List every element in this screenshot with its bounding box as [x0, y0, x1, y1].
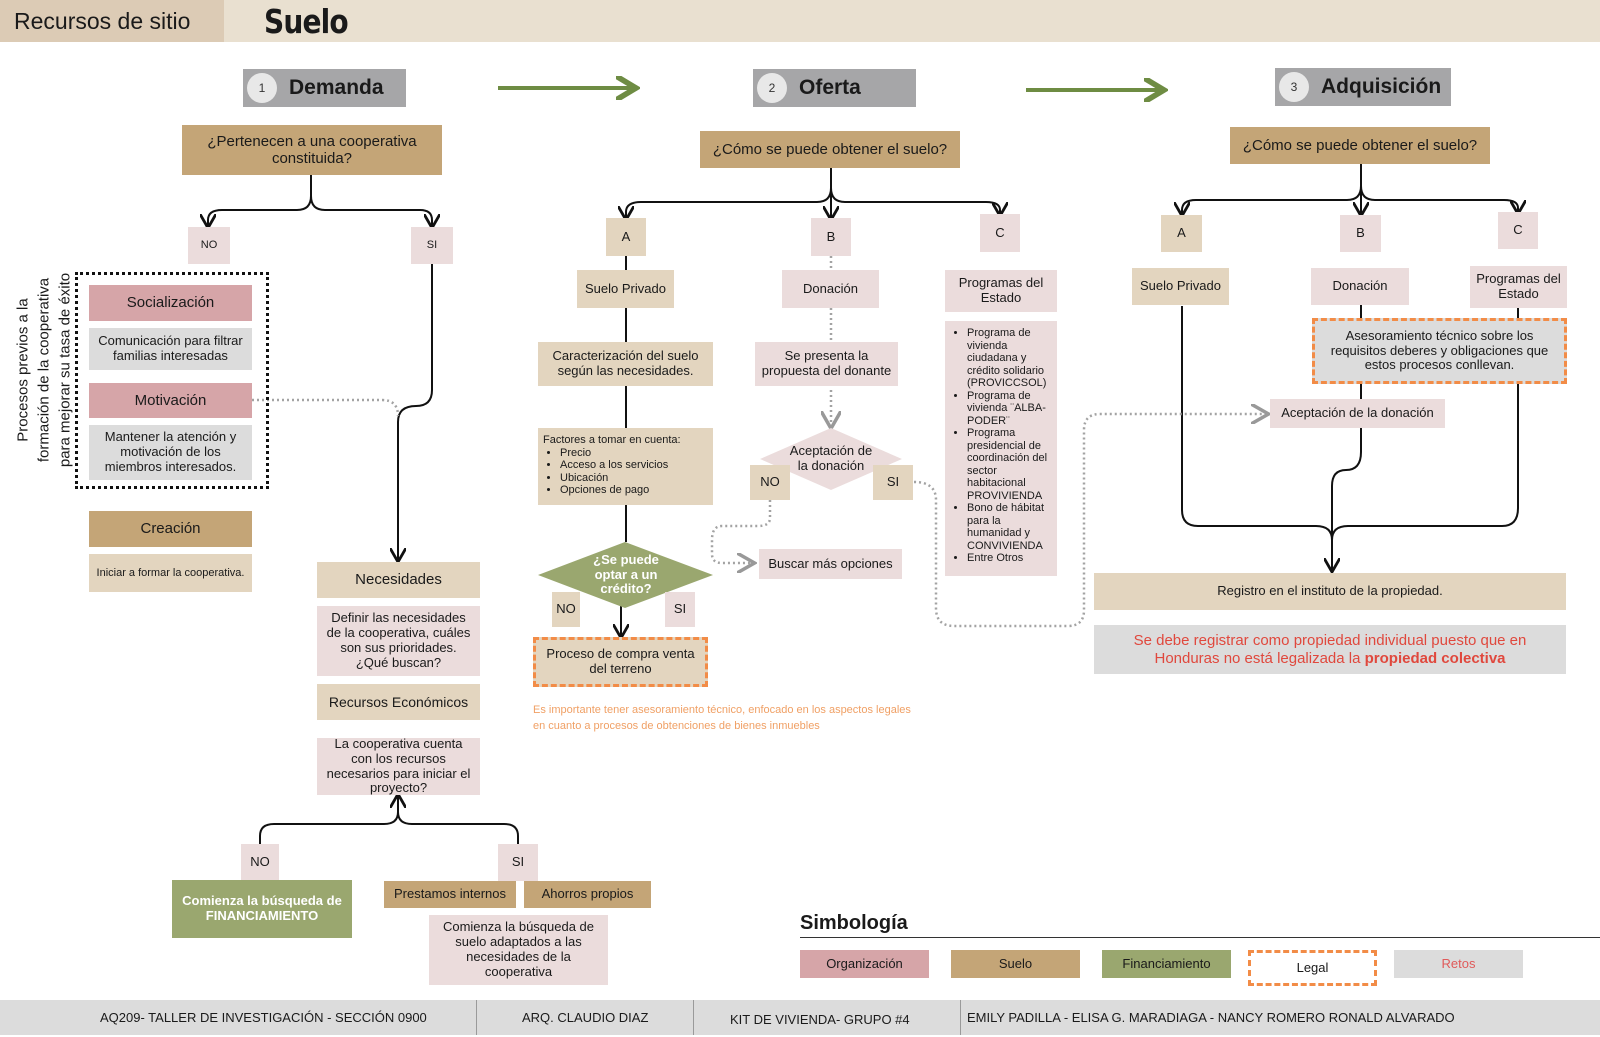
buscar-opciones-box: Buscar más opciones — [759, 549, 902, 579]
oferta-option-c: C — [980, 214, 1020, 252]
aceptacion-diamond-shape — [760, 428, 902, 490]
factor-item: Opciones de pago — [560, 484, 708, 497]
legend-financiamiento: Financiamiento — [1102, 950, 1231, 978]
programa-item: Programa presidencial de coordinación de… — [967, 427, 1053, 502]
credito-si: SI — [665, 592, 695, 627]
step-label: Demanda — [289, 76, 384, 99]
step-number: 3 — [1279, 72, 1309, 102]
legend-divider — [800, 937, 1600, 938]
step-oferta: 2 Oferta — [753, 69, 916, 107]
creacion-box: Creación — [89, 511, 252, 547]
socializacion-box: Socialización — [89, 285, 252, 321]
programa-item: Programa de vivienda ciudadana y crédito… — [967, 327, 1053, 390]
financiamiento-box: Comienza la búsqueda de FINANCIAMIENTO — [172, 880, 352, 938]
programa-item: Bono de hábitat para la humanidad y CONV… — [967, 502, 1053, 552]
demanda-question: ¿Pertenecen a una cooperativa constituid… — [182, 125, 442, 175]
demanda-no: NO — [188, 227, 230, 264]
compra-venta-box: Proceso de compra venta del terreno — [533, 637, 708, 687]
credito-question: ¿Se puede optar a un crédito? — [593, 551, 659, 597]
adquisicion-question: ¿Cómo se puede obtener el suelo? — [1230, 127, 1490, 164]
legend-title: Simbología — [800, 912, 908, 934]
footer-teacher: ARQ. CLAUDIO DIAZ — [522, 1010, 649, 1025]
necesidades-desc: Definir las necesidades de la cooperativ… — [317, 606, 480, 676]
factor-item: Precio — [560, 447, 708, 460]
factor-item: Ubicación — [560, 472, 708, 485]
recursos-box: Recursos Económicos — [317, 684, 480, 720]
adquisicion-option-c: C — [1498, 212, 1538, 249]
caracterizacion-box: Caracterización del suelo según las nece… — [538, 342, 713, 386]
aceptacion-no: NO — [750, 465, 790, 500]
motivacion-box: Motivación — [89, 383, 252, 418]
legend-organizacion: Organización — [800, 950, 929, 978]
adquisicion-option-b: B — [1340, 215, 1381, 252]
credito-diamond-shape — [538, 542, 713, 608]
footer-members: EMILY PADILLA - ELISA G. MARADIAGA - NAN… — [967, 1010, 1455, 1025]
legend-retos: Retos — [1394, 950, 1523, 978]
prestamos-box: Prestamos internos — [384, 881, 516, 908]
step-demanda: 1 Demanda — [243, 69, 406, 107]
step-number: 1 — [247, 73, 277, 103]
side-label: Procesos previos a la formación de la co… — [14, 272, 74, 468]
footer-course: AQ209- TALLER DE INVESTIGACIÓN - SECCIÓN… — [100, 1010, 427, 1025]
page-title: Suelo — [264, 2, 349, 41]
registro-box: Registro en el instituto de la propiedad… — [1094, 573, 1566, 610]
creacion-desc: Iniciar a formar la cooperativa. — [89, 554, 252, 592]
footer-separator — [476, 1000, 477, 1035]
motivacion-desc: Mantener la atención y motivación de los… — [89, 425, 252, 480]
aceptacion-donacion-box: Aceptación de la donación — [1270, 399, 1445, 428]
step-label: Oferta — [799, 76, 861, 99]
aceptacion-question: Aceptación de la donación — [789, 443, 873, 473]
busqueda-suelo-box: Comienza la búsqueda de suelo adaptados … — [429, 915, 608, 985]
adquisicion-donacion: Donación — [1311, 268, 1409, 305]
oferta-suelo-privado: Suelo Privado — [577, 270, 674, 308]
step-label: Adquisición — [1321, 75, 1442, 98]
retos-box: Se debe registrar como propiedad individ… — [1094, 625, 1566, 674]
header-bar — [0, 0, 1600, 42]
step-adquisicion: 3 Adquisición — [1275, 68, 1451, 106]
retos-text: Se debe registrar como propiedad individ… — [1133, 631, 1527, 667]
programa-item: Programa de vivienda ¨ALBA-PODER¨ — [967, 390, 1053, 428]
ahorros-box: Ahorros propios — [524, 881, 651, 908]
legal-note: Es importante tener asesoramiento técnic… — [533, 704, 911, 732]
footer-separator — [960, 1000, 961, 1035]
footer-bar — [0, 1000, 1600, 1035]
asesoramiento-box: Asesoramiento técnico sobre los requisit… — [1312, 318, 1567, 384]
aceptacion-si: SI — [873, 465, 913, 500]
recursos-question: La cooperativa cuenta con los recursos n… — [317, 736, 480, 795]
oferta-donacion: Donación — [782, 270, 879, 308]
programa-item: Entre Otros — [967, 552, 1053, 565]
demanda-si: SI — [411, 227, 453, 264]
recursos-no: NO — [241, 844, 279, 881]
footer-separator — [693, 1000, 694, 1035]
adquisicion-option-a: A — [1161, 215, 1202, 252]
adquisicion-programas: Programas del Estado — [1470, 266, 1567, 308]
adquisicion-suelo-privado: Suelo Privado — [1132, 268, 1229, 305]
factores-title: Factores a tomar en cuenta: — [543, 434, 681, 446]
step-number: 2 — [757, 73, 787, 103]
factor-item: Acceso a los servicios — [560, 459, 708, 472]
credito-no: NO — [552, 592, 580, 627]
oferta-option-a: A — [606, 218, 646, 256]
section-title: Recursos de sitio — [0, 0, 224, 42]
necesidades-box: Necesidades — [317, 562, 480, 598]
programas-list: Programa de vivienda ciudadana y crédito… — [945, 321, 1057, 576]
recursos-si: SI — [498, 844, 538, 881]
propuesta-box: Se presenta la propuesta del donante — [755, 342, 898, 386]
legend-suelo: Suelo — [951, 950, 1080, 978]
oferta-question: ¿Cómo se puede obtener el suelo? — [700, 131, 960, 168]
factores-box: Factores a tomar en cuenta: Precio Acces… — [538, 428, 713, 505]
footer-project: KIT DE VIVIENDA- GRUPO #4 — [730, 1012, 910, 1027]
oferta-option-b: B — [811, 218, 851, 256]
pre-formation-group — [75, 272, 269, 489]
socializacion-desc: Comunicación para filtrar familias inter… — [89, 328, 252, 370]
oferta-programas: Programas del Estado — [945, 270, 1057, 312]
legend-legal: Legal — [1248, 950, 1377, 986]
